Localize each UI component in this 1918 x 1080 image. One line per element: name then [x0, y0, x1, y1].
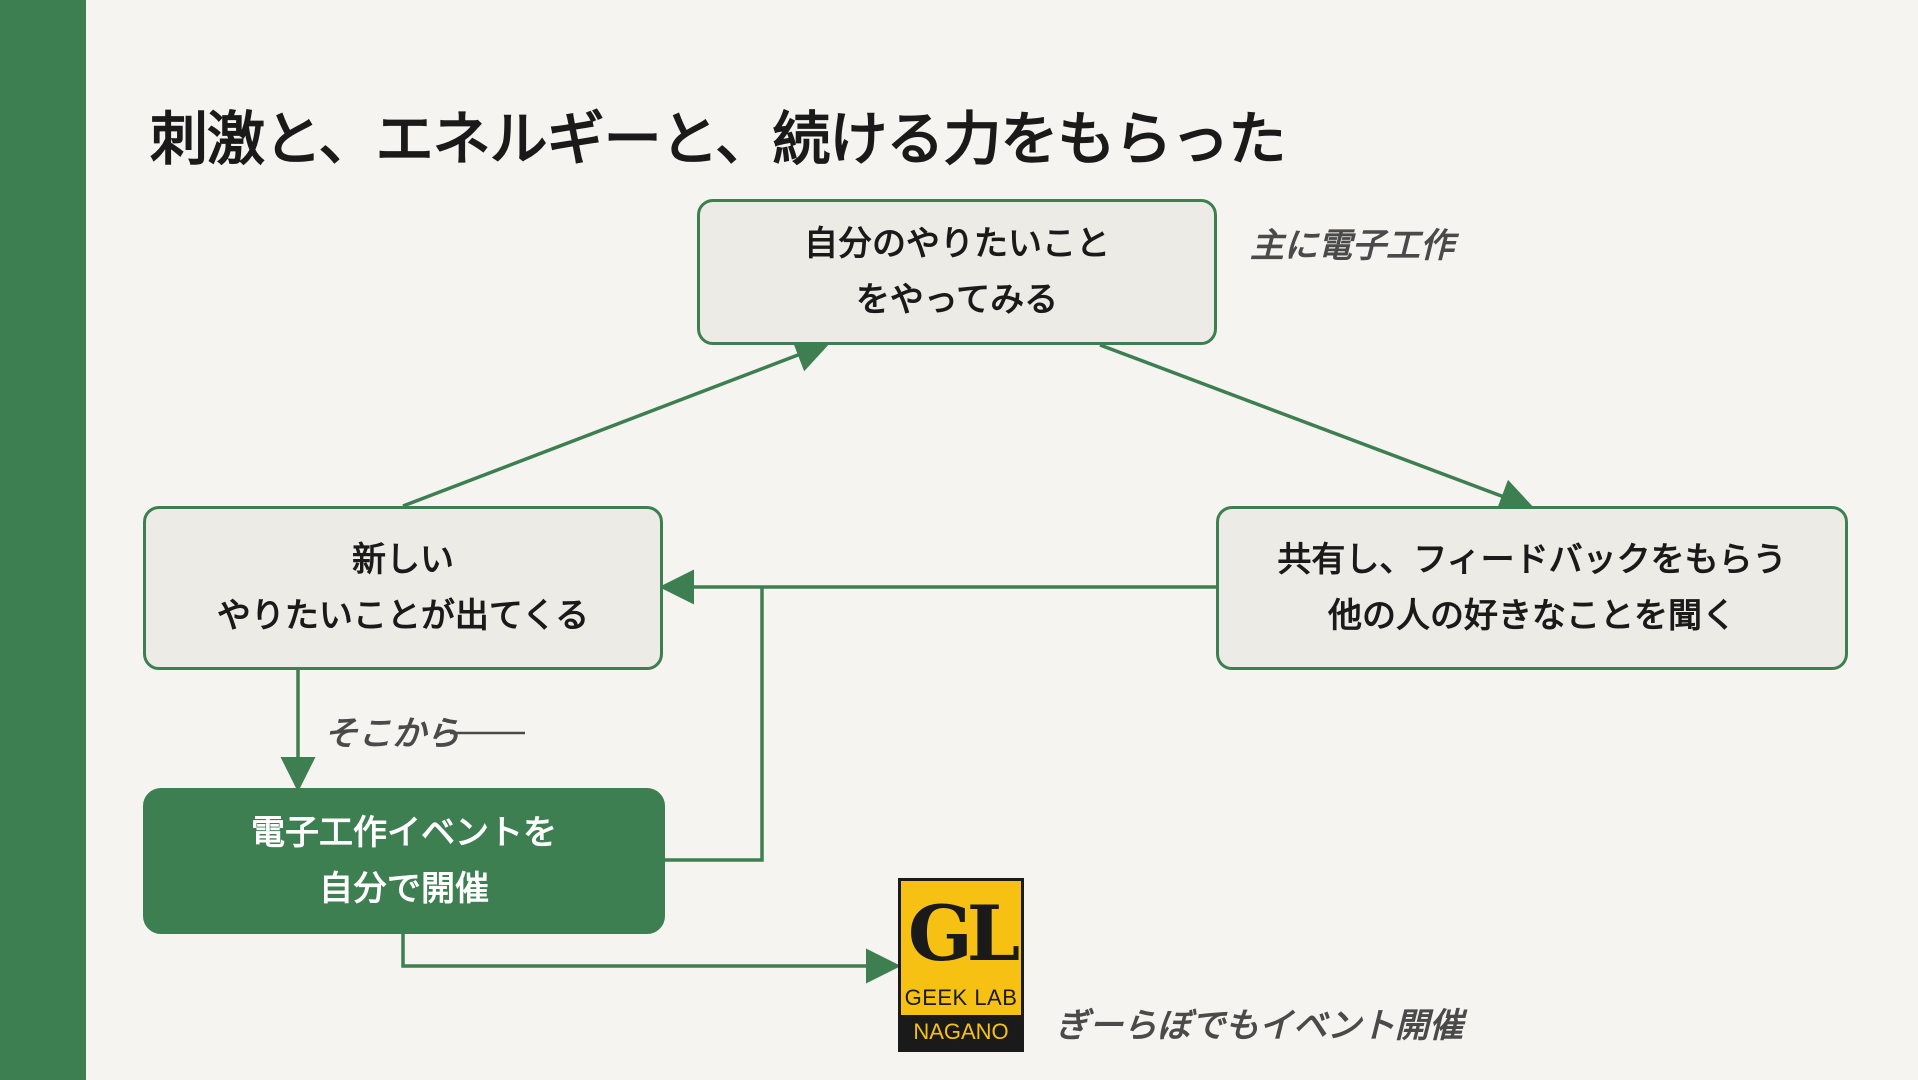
node-try-what-you-want: 自分のやりたいこと をやってみる — [697, 199, 1217, 345]
node-top-line-1: 自分のやりたいこと — [804, 224, 1110, 264]
node-right-line-1: 共有し、フィードバックをもらう — [1277, 540, 1787, 580]
node-share-feedback: 共有し、フィードバックをもらう 他の人の好きなことを聞く — [1216, 506, 1848, 670]
node-new-ideas: 新しい やりたいことが出てくる — [143, 506, 663, 670]
logo-gl-mark: GL — [907, 889, 1020, 978]
logo-bottom-bar — [901, 1015, 1021, 1049]
note-geeklab-event: ぎーらぼでもイベント開催 — [1055, 1006, 1463, 1046]
arrow-event-to-left — [665, 587, 764, 862]
node-top-line-2: をやってみる — [855, 280, 1059, 320]
node-right-line-2: 他の人の好きなことを聞く — [1328, 596, 1736, 636]
logo-nagano-text: NAGANO — [913, 1019, 1009, 1044]
node-event-line-2: 自分で開催 — [319, 869, 489, 909]
logo-geek-lab-text: GEEK LAB — [904, 985, 1018, 1010]
arrow-top-to-right — [1099, 343, 1535, 513]
note-from-there: そこから — [324, 714, 460, 754]
note-electronics: 主に電子工作 — [1250, 226, 1454, 266]
node-left-line-2: やりたいことが出てくる — [216, 596, 590, 636]
node-left-line-1: 新しい — [352, 540, 454, 580]
node-event-line-1: 電子工作イベントを — [251, 813, 557, 853]
arrow-left-to-top — [402, 338, 831, 508]
geek-lab-nagano-logo: GL GEEK LAB NAGANO — [898, 878, 1024, 1052]
node-host-event: 電子工作イベントを 自分で開催 — [143, 788, 665, 934]
page-title: 刺激と、エネルギーと、続ける力をもらった — [150, 105, 1286, 173]
arrow-event-to-logo — [401, 934, 901, 984]
sidebar-accent-bar — [0, 0, 86, 1080]
